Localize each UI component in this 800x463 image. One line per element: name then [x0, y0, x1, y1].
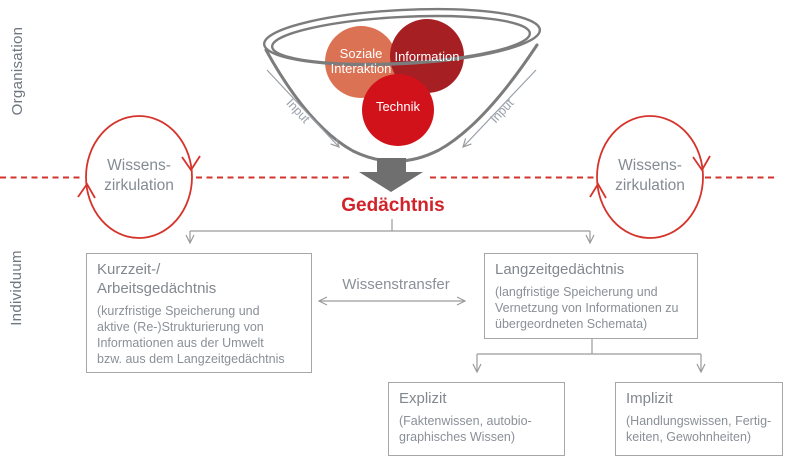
funnel-icon [262, 7, 542, 163]
box-explizit: Explizit (Faktenwissen, autobio- graphis… [388, 382, 565, 456]
longterm-branch-connectors [472, 339, 706, 374]
side-label-organisation: Organisation [9, 26, 26, 116]
box-langzeitgedaechtnis: Langzeitgedächtnis (langfristige Speiche… [484, 253, 698, 339]
box-kurzzeit-arbeitsgedaechtnis: Kurzzeit-/ Arbeitsgedächtnis (kurzfristi… [86, 253, 312, 373]
knowledge-circulation-loop-right-icon [589, 115, 711, 239]
box-kurzzeit-body: (kurzfristige Speicherung und aktive (Re… [97, 303, 285, 367]
circulation-label-right: Wissens- zirkulation [615, 157, 685, 195]
box-implizit-body: (Handlungswissen, Fertig- keiten, Gewohn… [626, 413, 772, 444]
bubble-technik [362, 74, 434, 146]
bubble-information [390, 19, 464, 93]
box-langzeit-title: Langzeitgedächtnis [495, 261, 625, 278]
bubble-label-information: Information [394, 49, 460, 64]
memory-branch-connectors [185, 219, 595, 245]
side-label-individuum: Individuum [8, 250, 25, 326]
bubble-label-technik: Technik [375, 99, 421, 114]
memory-title: Gedächtnis [341, 195, 445, 216]
box-kurzzeit-title: Kurzzeit-/ Arbeitsgedächtnis [97, 261, 217, 297]
box-implizit-title: Implizit [626, 390, 673, 407]
box-langzeit-body: (langfristige Speicherung und Vernetzung… [495, 284, 679, 332]
knowledge-transfer-label: Wissenstransfer [342, 276, 450, 293]
bubble-label-soziale-interaktion: Soziale Interaktion [330, 46, 392, 76]
funnel-output-arrow-icon [359, 158, 423, 192]
input-arrows [266, 69, 537, 148]
box-explizit-title: Explizit [399, 390, 447, 407]
box-implizit: Implizit (Handlungswissen, Fertig- keite… [615, 382, 783, 456]
knowledge-circulation-loop-left-icon [77, 115, 201, 239]
box-explizit-body: (Faktenwissen, autobio- graphisches Wiss… [399, 413, 532, 444]
circulation-label-left: Wissens- zirkulation [104, 157, 174, 195]
